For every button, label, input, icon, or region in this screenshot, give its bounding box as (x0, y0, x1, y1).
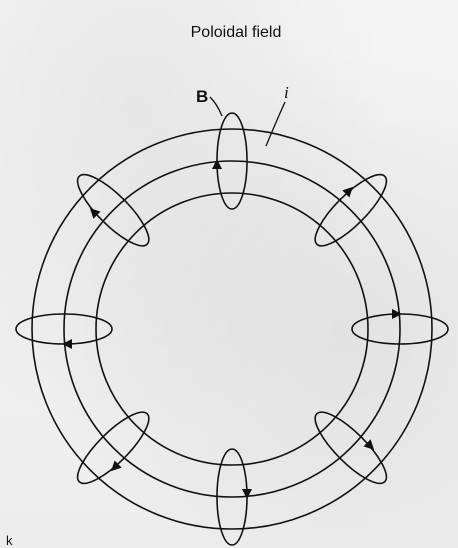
loop-arrowhead (62, 339, 72, 349)
torus-outer-ring (31, 128, 433, 530)
loop-arrowhead (392, 309, 402, 319)
field-label-B: B (196, 87, 208, 106)
poloidal-loop-curve (76, 411, 150, 485)
loop-arrowhead (242, 489, 252, 499)
diagram-title: Poloidal field (191, 24, 282, 41)
poloidal-loop (15, 313, 113, 349)
corner-mark: k (6, 533, 13, 548)
current-label-leader (265, 101, 286, 147)
poloidal-loop (314, 411, 388, 485)
field-label-leader (209, 96, 223, 117)
poloidal-loop-curve (314, 173, 388, 247)
torus-inner-ring (95, 192, 369, 466)
field-loops (15, 112, 449, 546)
poloidal-loop (314, 173, 388, 247)
current-label-i: i (284, 83, 289, 102)
poloidal-loop (212, 112, 248, 210)
loop-arrowhead (212, 159, 222, 169)
torus-middle-ring (63, 160, 401, 498)
poloidal-loop (351, 309, 449, 345)
poloidal-loop (216, 448, 252, 546)
poloidal-loop-curve (76, 173, 150, 247)
poloidal-loop-curve (314, 411, 388, 485)
loop-arrowhead (342, 186, 353, 198)
loop-arrowhead (363, 439, 375, 450)
